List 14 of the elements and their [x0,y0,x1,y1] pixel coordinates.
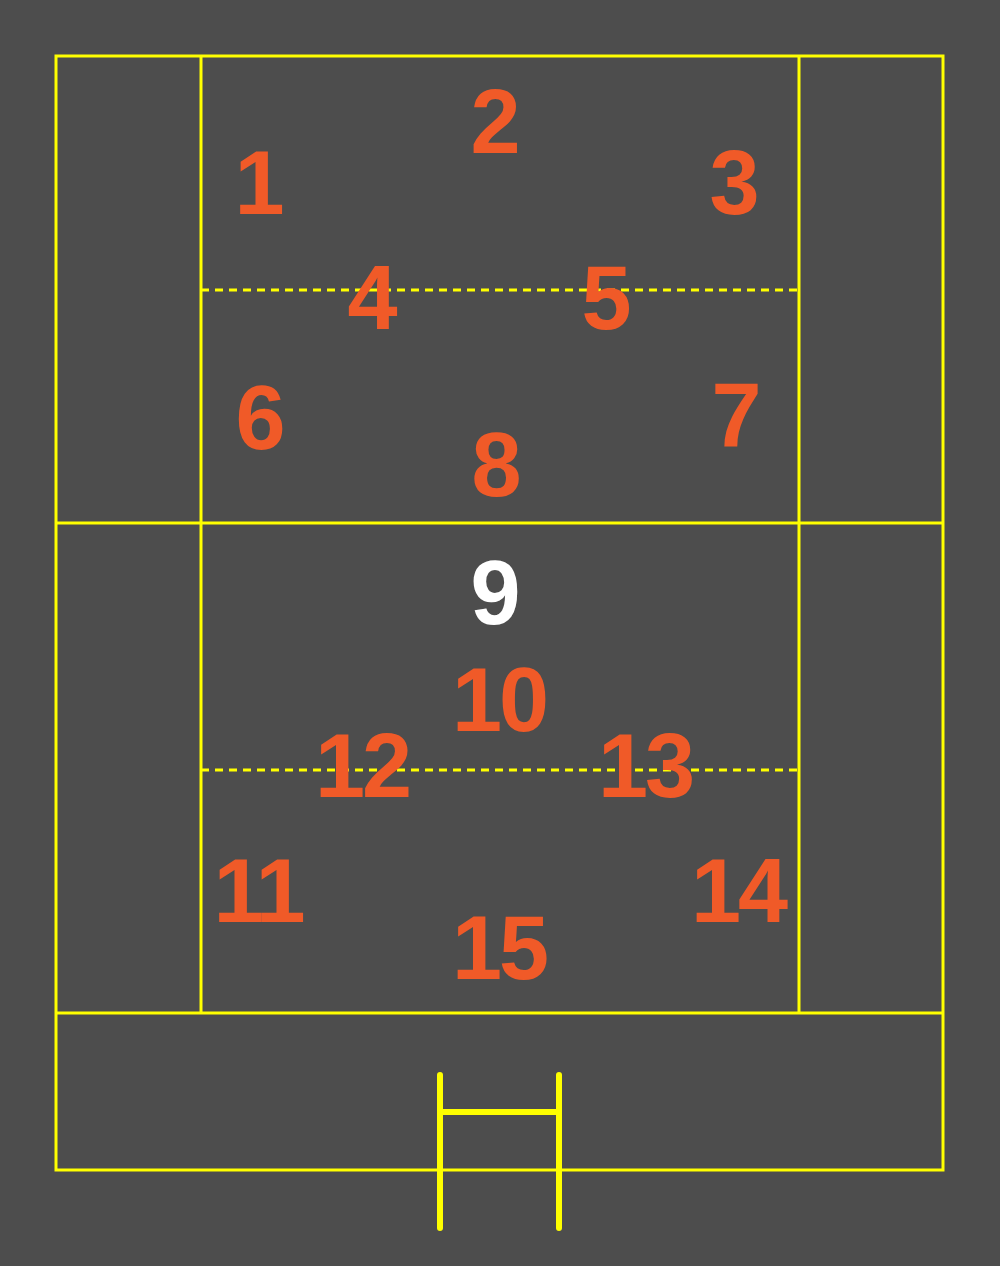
position-number: 15 [451,903,547,993]
position-number: 7 [711,370,759,460]
position-number: 9 [470,548,518,638]
position-number: 12 [314,721,410,811]
position-number: 6 [235,373,283,463]
position-number: 1 [234,138,282,228]
position-number: 8 [471,420,519,510]
position-number: 11 [213,846,303,936]
position-number: 2 [470,77,518,167]
position-number: 13 [597,721,693,811]
position-number: 3 [709,138,757,228]
position-number: 10 [451,655,547,745]
position-number: 4 [347,253,395,343]
position-number: 14 [690,846,786,936]
